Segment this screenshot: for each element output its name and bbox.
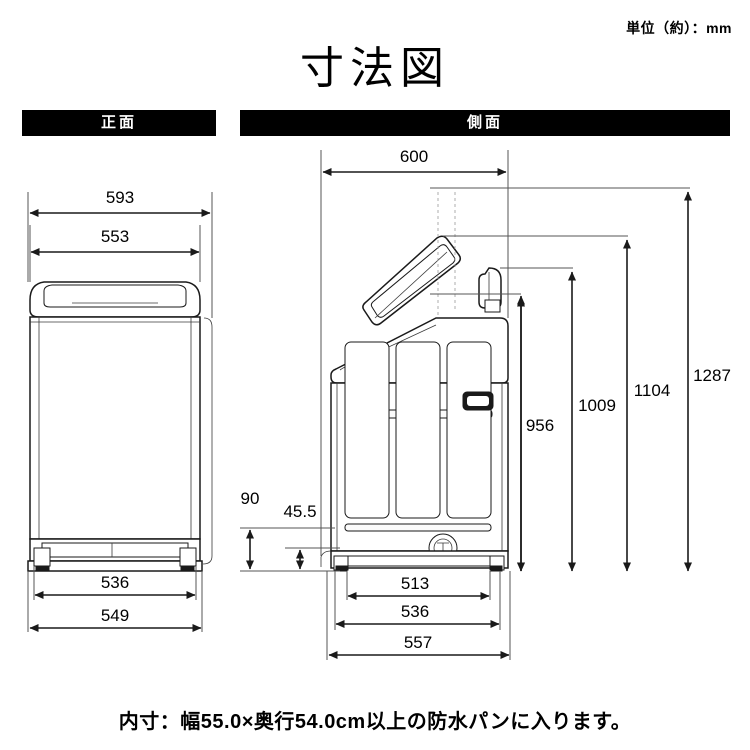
- page-title: 寸法図: [300, 44, 450, 93]
- dim-label-side-45-5: 45.5: [283, 502, 316, 521]
- dim-label-side-1009: 1009: [578, 396, 616, 415]
- view-header-side: 側面: [240, 110, 730, 136]
- dim-label-side-90: 90: [241, 489, 260, 508]
- side-cabinet: [330, 341, 509, 552]
- dim-label-side-600: 600: [400, 147, 428, 166]
- dim-label-side-513: 513: [401, 574, 429, 593]
- dim-side-600: 600: [320, 147, 509, 556]
- dim-side-45-5: 45.5: [283, 502, 340, 572]
- dim-label-side-956: 956: [526, 416, 554, 435]
- dim-front-593: 593: [27, 188, 213, 318]
- dim-label-side-557: 557: [404, 633, 432, 652]
- side-hose-connector: [478, 267, 502, 313]
- dim-side-536: 536: [334, 571, 501, 630]
- front-lid: [29, 281, 201, 318]
- dim-side-513: 513: [346, 571, 491, 600]
- front-view-drawing: 593 553 536 549: [27, 188, 213, 632]
- dim-label-side-1104: 1104: [634, 381, 671, 400]
- dim-side-956: 956: [430, 293, 554, 572]
- side-lid-open: [362, 192, 462, 326]
- front-base: [27, 538, 203, 572]
- dim-label-side-1287: 1287: [693, 366, 731, 385]
- side-panel-ribs: [344, 341, 492, 519]
- side-view-drawing: 600 956 1009 1104: [240, 147, 731, 660]
- view-header-front: 正面: [22, 110, 216, 136]
- dim-side-1104: 1104: [443, 235, 671, 572]
- dim-front-549: 549: [27, 571, 203, 632]
- dim-label-front-553: 553: [101, 227, 129, 246]
- dim-side-1287: 1287: [430, 187, 731, 572]
- dim-front-553: 553: [29, 225, 201, 282]
- dim-front-536: 536: [33, 566, 197, 600]
- dim-side-557: 557: [326, 571, 511, 660]
- front-rear-profile: [202, 317, 213, 565]
- dim-label-side-536: 536: [401, 602, 429, 621]
- dim-label-front-536: 536: [101, 573, 129, 592]
- unit-note: 単位（約）：mm: [626, 20, 732, 36]
- footer-note: 内寸：幅55.0×奥行54.0cm以上の防水パンに入ります。: [118, 711, 632, 733]
- dim-side-1009: 1009: [500, 267, 616, 572]
- dim-label-front-549: 549: [101, 606, 129, 625]
- side-base: [320, 550, 509, 572]
- front-cabinet: [29, 316, 201, 540]
- dim-label-front-593: 593: [106, 188, 134, 207]
